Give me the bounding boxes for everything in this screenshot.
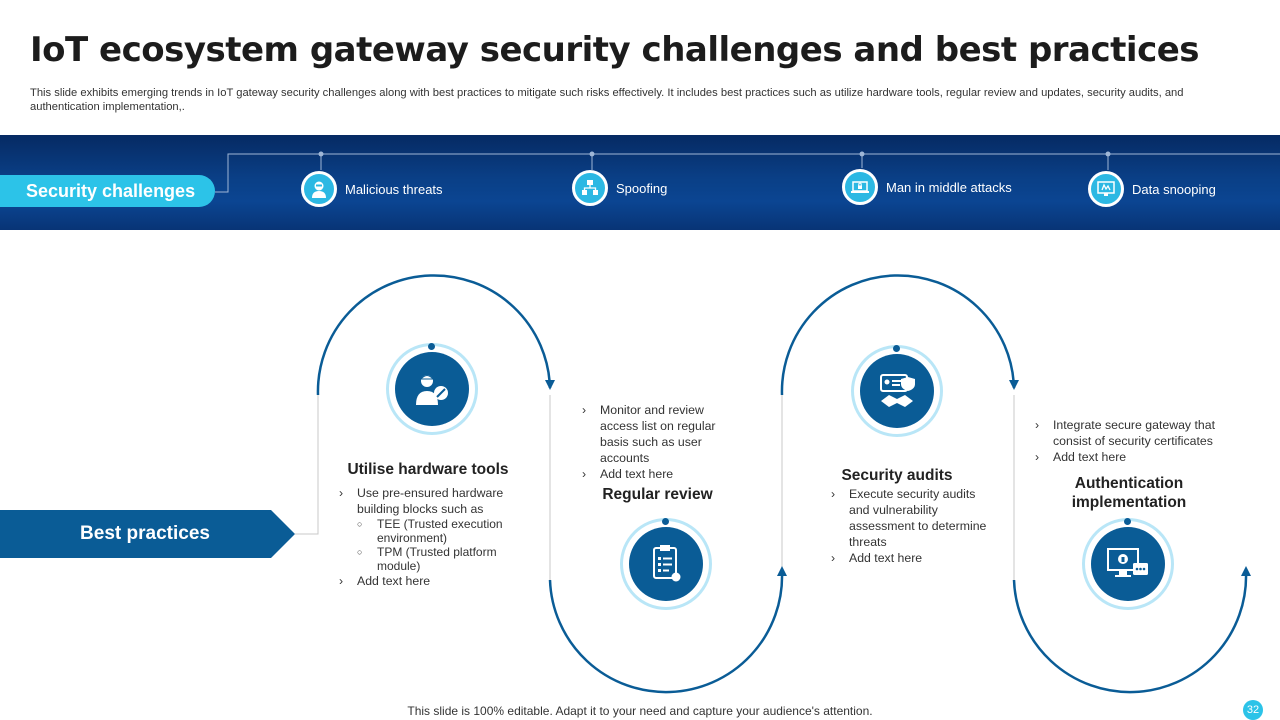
challenge-man-in-middle: Man in middle attacks: [842, 169, 1012, 205]
id-card-handshake-icon: [860, 354, 934, 428]
bullet-item: Add text here: [829, 550, 994, 566]
practice-4-dot: [1124, 518, 1131, 525]
page-number: 32: [1243, 700, 1263, 720]
practice-2-bullets: Monitor and review access list on regula…: [580, 402, 735, 482]
bullet-item: Add text here: [580, 466, 735, 482]
challenge-malicious-threats: Malicious threats: [301, 171, 443, 207]
security-challenges-band: Security challenges Malicious threats Sp…: [0, 135, 1280, 230]
challenge-spoofing: Spoofing: [572, 170, 667, 206]
practice-1-badge: [386, 343, 478, 435]
practice-3-badge: [851, 345, 943, 437]
security-challenges-label: Security challenges: [0, 175, 215, 207]
practice-2-dot: [662, 518, 669, 525]
engineer-tools-icon: [395, 352, 469, 426]
clipboard-checklist-icon: [629, 527, 703, 601]
practice-3-heading: Security audits: [841, 467, 953, 484]
monitor-lock-icon: [1091, 527, 1165, 601]
bullet-item: Monitor and review access list on regula…: [580, 402, 735, 466]
bullet-item: Add text here: [337, 573, 527, 589]
connector-lines: [215, 151, 1280, 193]
practice-1-dot: [428, 343, 435, 350]
monitor-hand-icon: [1088, 171, 1124, 207]
practice-2-heading: Regular review: [602, 486, 713, 503]
bullet-item: Add text here: [1033, 449, 1238, 465]
challenge-label: Data snooping: [1132, 181, 1216, 197]
page-subtitle: This slide exhibits emerging trends in I…: [30, 87, 1184, 113]
practice-2-badge: [620, 518, 712, 610]
sub-bullet-item: TPM (Trusted platform module): [357, 545, 527, 573]
network-device-icon: [572, 170, 608, 206]
practice-3-dot: [893, 345, 900, 352]
practice-3-bullets: Execute security audits and vulnerabilit…: [829, 486, 994, 566]
practice-4-badge: [1082, 518, 1174, 610]
page-title: IoT ecosystem gateway security challenge…: [30, 30, 1200, 70]
bullet-item: Integrate secure gateway that consist of…: [1033, 417, 1238, 449]
challenge-data-snooping: Data snooping: [1088, 171, 1216, 207]
practice-1-heading: Utilise hardware tools: [347, 461, 509, 478]
best-practices-label: Best practices: [80, 523, 210, 544]
hacker-icon: [301, 171, 337, 207]
best-practices-banner: Best practices: [0, 510, 295, 558]
practice-4-bullets: Integrate secure gateway that consist of…: [1033, 417, 1238, 465]
bullet-item: Execute security audits and vulnerabilit…: [829, 486, 994, 550]
laptop-lock-icon: [842, 169, 878, 205]
footer-note: This slide is 100% editable. Adapt it to…: [407, 704, 873, 718]
challenge-label: Malicious threats: [345, 181, 443, 197]
practice-1-bullets: Use pre-ensured hardware building blocks…: [337, 485, 527, 589]
challenge-label: Man in middle attacks: [886, 179, 1012, 195]
practice-4-heading: Authentication implementation: [1071, 475, 1187, 511]
bullet-item: Use pre-ensured hardware building blocks…: [337, 485, 527, 573]
sub-bullet-item: TEE (Trusted execution environment): [357, 517, 527, 545]
challenge-label: Spoofing: [616, 180, 668, 196]
